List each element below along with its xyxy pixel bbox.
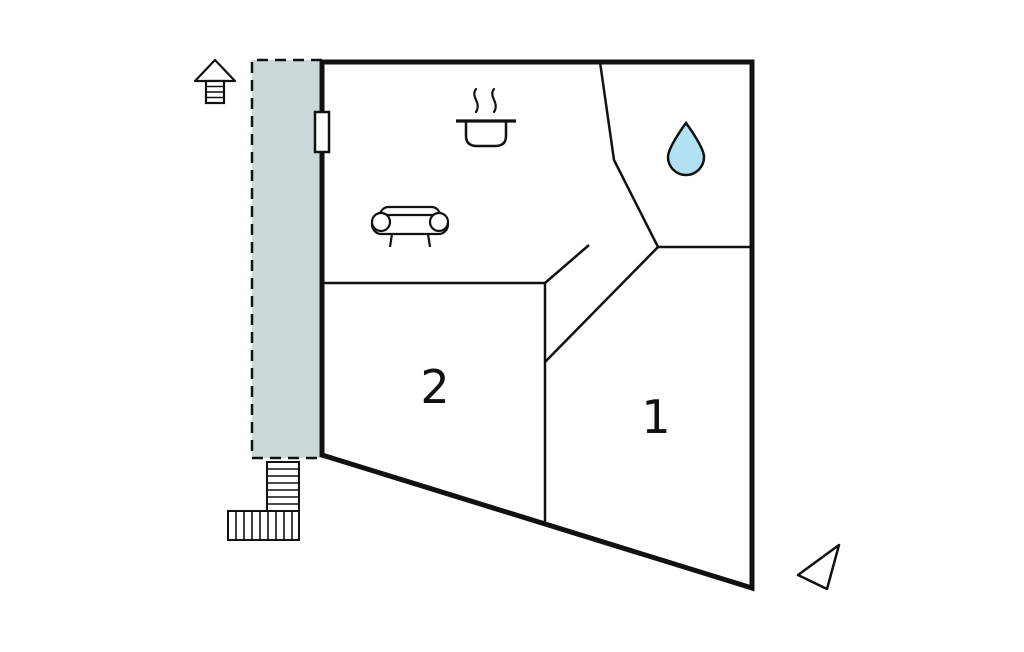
well-icon (193, 58, 237, 105)
stairs-vertical-flight (266, 461, 300, 512)
steam-line (491, 87, 497, 114)
building-outline (319, 59, 755, 592)
room-2-label: 2 (420, 360, 449, 414)
door-swing-line (544, 244, 590, 284)
well-roof (193, 58, 237, 83)
sofa-leg (388, 233, 394, 248)
terrace (250, 58, 322, 460)
terrace-area (252, 60, 322, 458)
north-arrow-icon (796, 543, 841, 591)
sofa-armrest (428, 211, 450, 233)
bathroom-wall-left (598, 61, 660, 248)
sofa-leg (426, 233, 432, 248)
sofa-armrest (370, 211, 392, 233)
hall-diagonal-wall (544, 246, 659, 363)
interior-walls (322, 61, 752, 524)
stairs-horizontal-flight (227, 510, 300, 541)
water-drop-icon (666, 120, 706, 177)
pot-body (464, 119, 508, 148)
cooking-pot-icon (456, 87, 516, 148)
stairs-icon (227, 461, 300, 541)
door-icon (313, 110, 331, 154)
steam-line (473, 87, 479, 114)
room-1-label: 1 (641, 390, 670, 444)
sofa-icon (370, 205, 450, 248)
